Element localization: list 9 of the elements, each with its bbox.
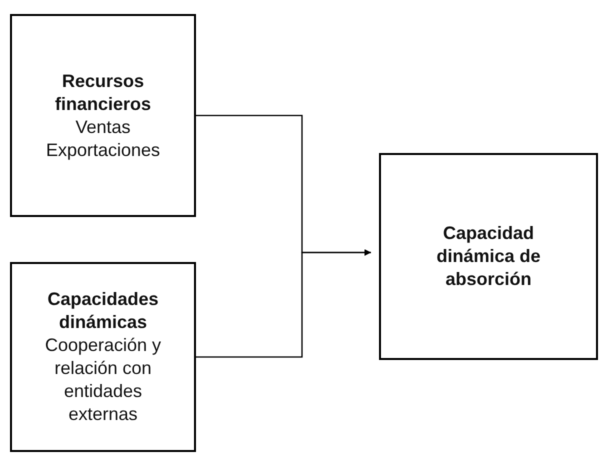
process-box — [10, 262, 196, 452]
box-text: Ventas Exportaciones — [44, 116, 162, 162]
box-text: Cooperación y relación con entidades externas — [44, 334, 162, 426]
connector-arrow — [196, 249, 371, 358]
box-heading: Recursos financieros — [54, 70, 152, 116]
process-box — [10, 14, 196, 217]
box-heading: Capacidades dinámicas — [46, 288, 160, 334]
box-heading: Capacidad dinámica de absorción — [435, 222, 542, 291]
process-box — [379, 153, 598, 360]
